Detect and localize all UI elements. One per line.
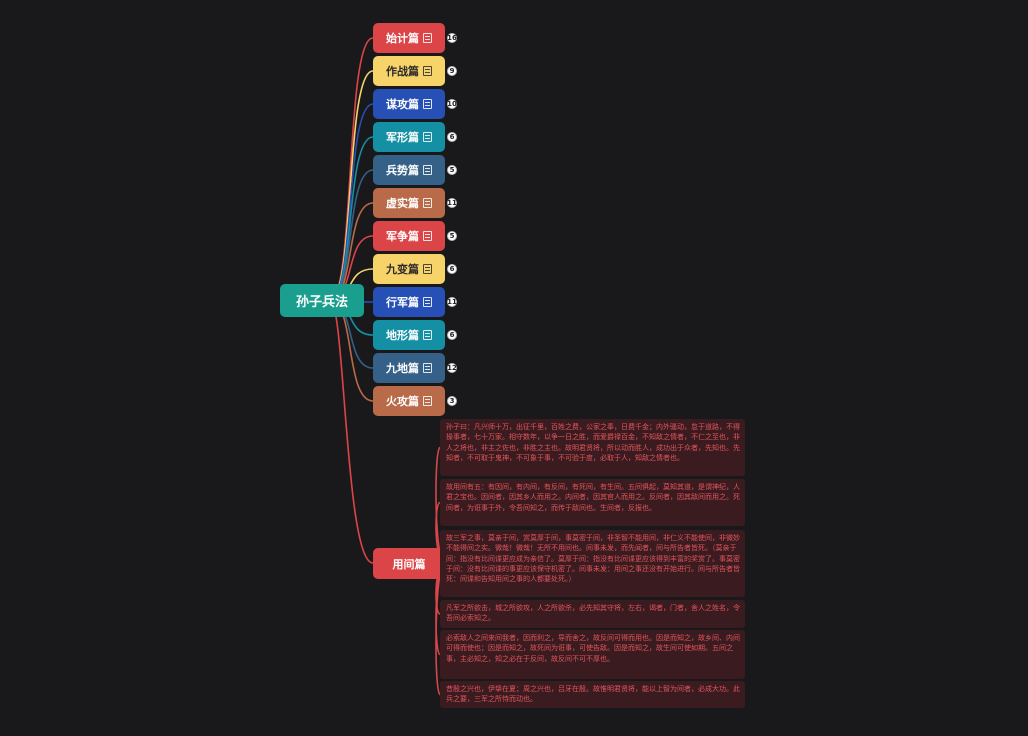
note-icon[interactable] <box>423 297 432 307</box>
branch-node[interactable]: 行军篇 <box>373 287 445 317</box>
branch-node[interactable]: 兵势篇 <box>373 155 445 185</box>
branch-node[interactable]: 谋攻篇 <box>373 89 445 119</box>
leaf-note[interactable]: 故用间有五：有因间，有内间，有反间，有死间，有生间。五间俱起，莫知其道，是谓神纪… <box>440 479 745 526</box>
branch-label: 地形篇 <box>386 329 419 342</box>
child-count-badge[interactable]: 6 <box>447 132 457 142</box>
note-icon[interactable] <box>423 33 432 43</box>
branch-label: 虚实篇 <box>386 197 419 210</box>
note-icon[interactable] <box>423 66 432 76</box>
child-count-badge[interactable]: 10 <box>447 99 457 109</box>
branch-node[interactable]: 九变篇 <box>373 254 445 284</box>
note-icon[interactable] <box>423 330 432 340</box>
branch-label: 作战篇 <box>386 65 419 78</box>
branch-label: 始计篇 <box>386 32 419 45</box>
branch-label: 九变篇 <box>386 263 419 276</box>
branch-label: 火攻篇 <box>386 395 419 408</box>
branch-label: 行军篇 <box>386 296 419 309</box>
branch-node[interactable]: 作战篇 <box>373 56 445 86</box>
branch-node[interactable]: 火攻篇 <box>373 386 445 416</box>
leaf-note[interactable]: 孙子曰：凡兴师十万，出征千里，百姓之费，公家之奉，日费千金；内外骚动，怠于道路，… <box>440 419 745 476</box>
note-icon[interactable] <box>423 264 432 274</box>
leaf-note[interactable]: 故三军之事，莫亲于间，赏莫厚于间，事莫密于间，非圣智不能用间，非仁义不能使间，非… <box>440 530 745 597</box>
branch-label: 兵势篇 <box>386 164 419 177</box>
child-count-badge[interactable]: 3 <box>447 396 457 406</box>
note-icon[interactable] <box>423 396 432 406</box>
branch-label: 军形篇 <box>386 131 419 144</box>
branch-node[interactable]: 军形篇 <box>373 122 445 152</box>
branch-node[interactable]: 始计篇 <box>373 23 445 53</box>
child-count-badge[interactable]: 9 <box>447 66 457 76</box>
note-icon[interactable] <box>423 132 432 142</box>
branch-node-expanded[interactable]: 用间篇 <box>373 548 445 579</box>
branch-node[interactable]: 军争篇 <box>373 221 445 251</box>
child-count-badge[interactable]: 5 <box>447 165 457 175</box>
leaf-note[interactable]: 凡军之所欲击，城之所欲攻，人之所欲杀，必先知其守将，左右，谒者，门者，舍人之姓名… <box>440 600 745 628</box>
branch-label: 谋攻篇 <box>386 98 419 111</box>
branch-node[interactable]: 虚实篇 <box>373 188 445 218</box>
note-icon[interactable] <box>423 198 432 208</box>
note-icon[interactable] <box>423 165 432 175</box>
note-icon[interactable] <box>423 363 432 373</box>
branch-label: 用间篇 <box>392 557 426 571</box>
branch-node[interactable]: 地形篇 <box>373 320 445 350</box>
child-count-badge[interactable]: 6 <box>447 264 457 274</box>
child-count-badge[interactable]: 6 <box>447 330 457 340</box>
note-icon[interactable] <box>423 99 432 109</box>
child-count-badge[interactable]: 5 <box>447 231 457 241</box>
child-count-badge[interactable]: 12 <box>447 363 457 373</box>
branch-node[interactable]: 九地篇 <box>373 353 445 383</box>
child-count-badge[interactable]: 11 <box>447 198 457 208</box>
child-count-badge[interactable]: 16 <box>447 33 457 43</box>
root-node[interactable]: 孙子兵法 <box>280 284 364 317</box>
branch-label: 军争篇 <box>386 230 419 243</box>
branch-label: 九地篇 <box>386 362 419 375</box>
leaf-note[interactable]: 必索敌人之间来间我者，因而利之，导而舍之，故反间可得而用也。因是而知之，故乡间、… <box>440 630 745 679</box>
note-icon[interactable] <box>423 231 432 241</box>
root-label: 孙子兵法 <box>295 295 348 310</box>
leaf-note[interactable]: 昔殷之兴也，伊挚在夏；周之兴也，吕牙在殷。故惟明君贤将，能以上智为间者，必成大功… <box>440 681 745 708</box>
child-count-badge[interactable]: 11 <box>447 297 457 307</box>
